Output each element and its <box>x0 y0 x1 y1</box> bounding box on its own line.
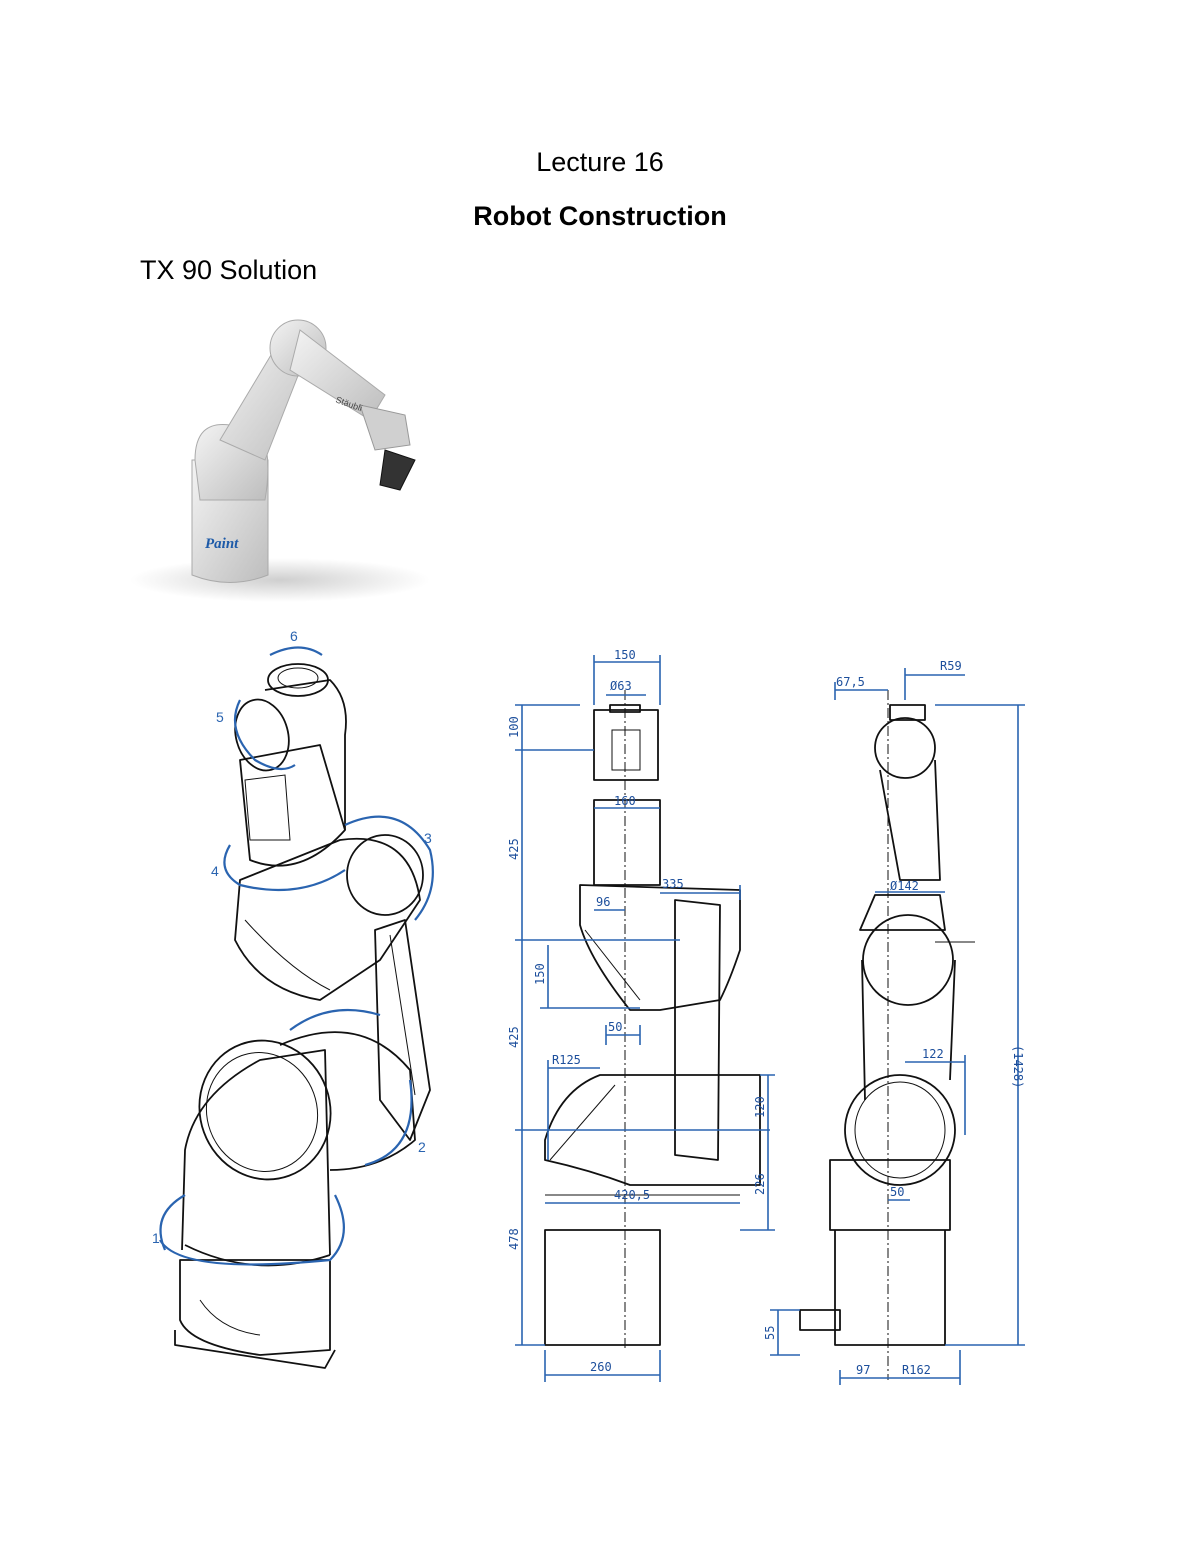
front-view-drawing: 150 Ø63 160 335 96 100 425 150 425 50 R1… <box>507 648 775 1382</box>
dim-150: 150 <box>614 648 636 662</box>
dim-122: 122 <box>922 1047 944 1061</box>
dim-d63: Ø63 <box>610 679 632 693</box>
dim-100: 100 <box>507 716 521 738</box>
section-title: Robot Construction <box>473 201 727 231</box>
lecture-title: Lecture 16 <box>536 147 664 177</box>
joint-3-label: 3 <box>424 830 432 846</box>
isometric-drawing: 1 2 3 4 5 6 <box>152 628 434 1369</box>
side-view-drawing: R59 67,5 Ø142 122 (1428) 50 55 97 R162 <box>763 659 1025 1385</box>
dim-150-vertical: 150 <box>533 963 547 985</box>
paint-label: Paint <box>205 536 239 552</box>
dim-r125: R125 <box>552 1053 581 1067</box>
dim-96: 96 <box>596 895 610 909</box>
joint-1-label: 1 <box>152 1230 160 1246</box>
joint-5-label: 5 <box>216 709 224 725</box>
dim-1428: (1428) <box>1011 1045 1025 1088</box>
dim-97: 97 <box>856 1363 870 1377</box>
dim-r162: R162 <box>902 1363 931 1377</box>
dim-160: 160 <box>614 794 636 808</box>
subheading: TX 90 Solution <box>140 255 318 285</box>
dim-55: 55 <box>763 1326 777 1340</box>
dim-335: 335 <box>662 877 684 891</box>
dim-478: 478 <box>507 1228 521 1250</box>
dim-50-side: 50 <box>890 1185 904 1199</box>
dim-50: 50 <box>608 1020 622 1034</box>
dim-425-lower: 425 <box>507 1026 521 1048</box>
joint-4-label: 4 <box>211 863 219 879</box>
dim-120: 120 <box>753 1096 767 1118</box>
dim-r59: R59 <box>940 659 962 673</box>
dim-67-5: 67,5 <box>836 675 865 689</box>
dim-226: 226 <box>753 1173 767 1195</box>
dim-425-upper: 425 <box>507 838 521 860</box>
dim-d142: Ø142 <box>890 879 919 893</box>
joint-2-label: 2 <box>418 1139 426 1155</box>
joint-6-label: 6 <box>290 628 298 644</box>
robot-photo: Paint Stäubli <box>130 319 430 602</box>
dim-260: 260 <box>590 1360 612 1374</box>
dim-420-5: 420,5 <box>614 1188 650 1202</box>
